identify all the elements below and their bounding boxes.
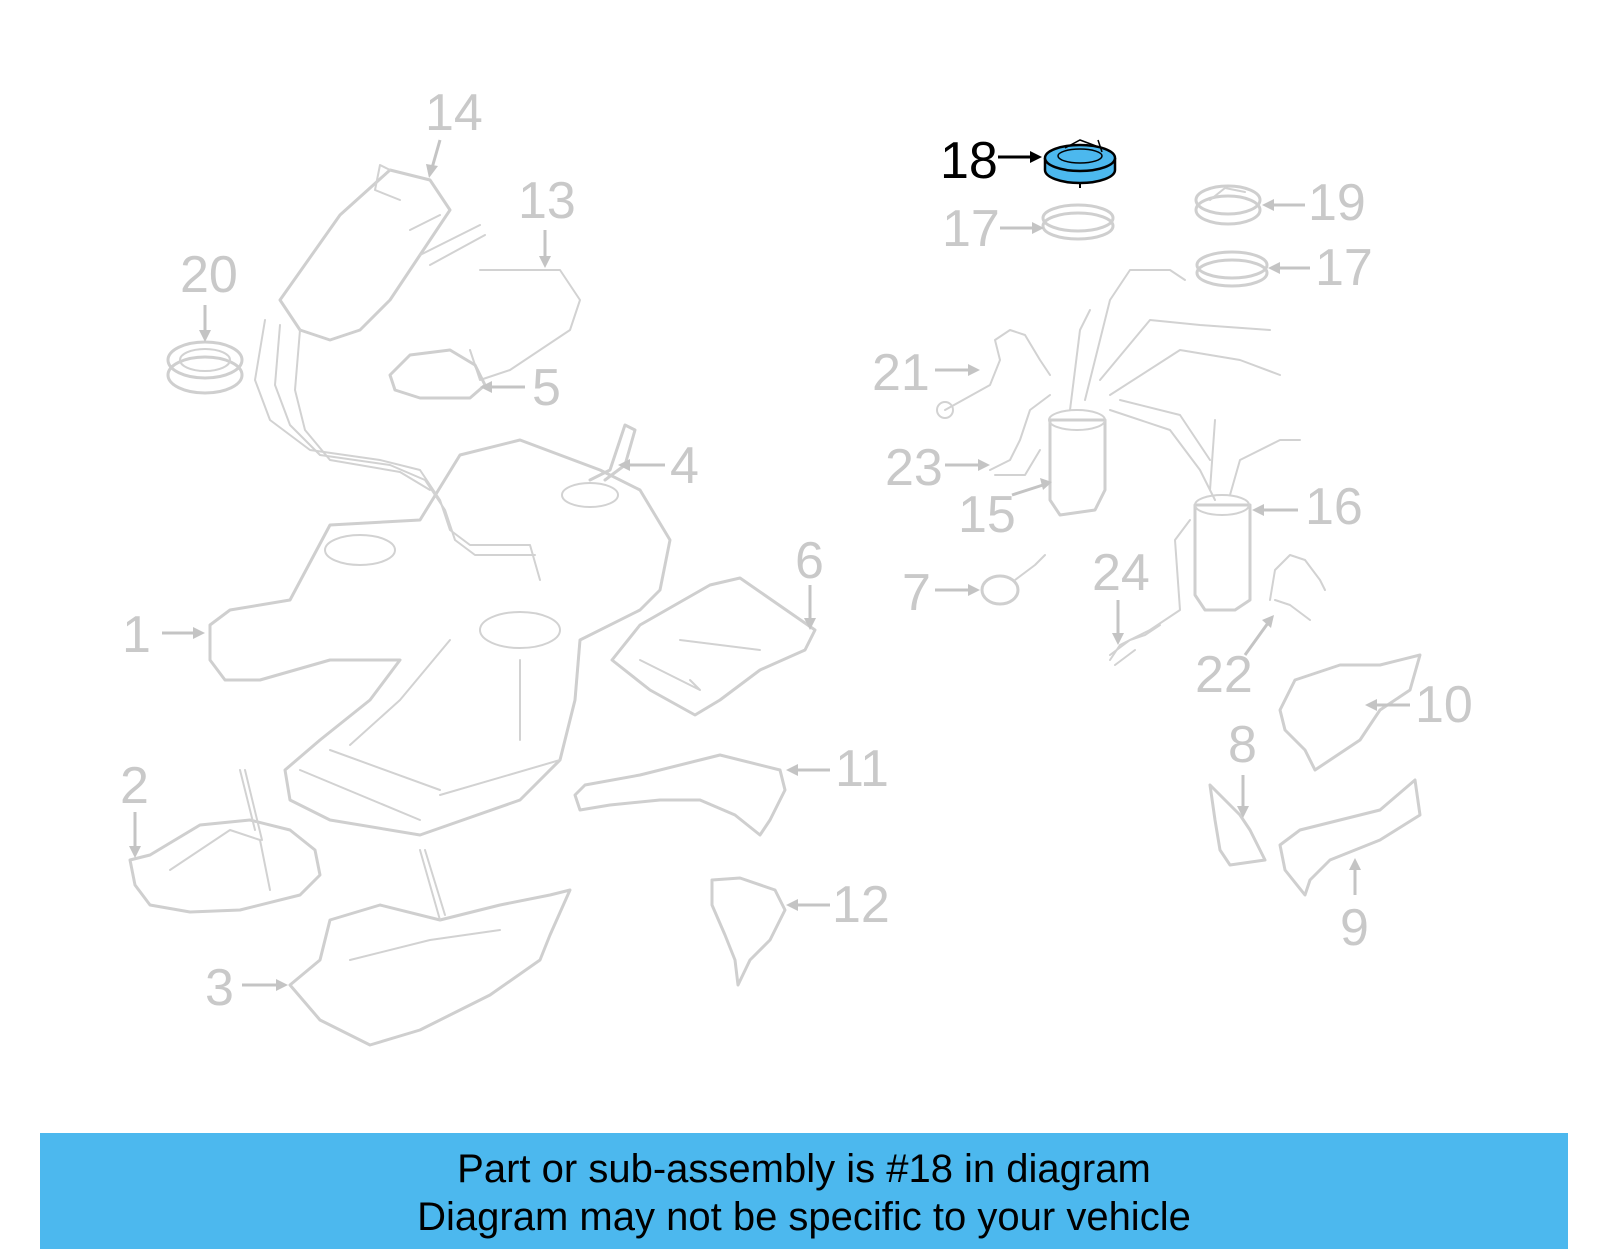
callout-8: 8: [1228, 716, 1257, 774]
part-shield-11: [573, 753, 787, 837]
part-shield-3: [288, 849, 572, 1047]
callout-6: 6: [795, 532, 824, 590]
part-clip-24: [1109, 624, 1161, 666]
callout-15: 15: [958, 486, 1016, 544]
callout-14: 14: [425, 84, 483, 142]
part-bracket-23: [989, 394, 1051, 476]
part-fuel-tank: [208, 438, 672, 837]
callout-22: 22: [1195, 646, 1253, 704]
banner-line-part-number: Part or sub-assembly is #18 in diagram: [457, 1147, 1151, 1191]
part-seal-17a: [1041, 203, 1115, 241]
part-filler-neck: [254, 164, 541, 581]
info-banner: Part or sub-assembly is #18 in diagram D…: [40, 1133, 1568, 1249]
part-rail-9: [1278, 778, 1422, 897]
banner-line-disclaimer: Diagram may not be specific to your vehi…: [417, 1195, 1191, 1239]
part-sensor-21: [944, 329, 1051, 411]
part-bracket-22: [1269, 554, 1326, 621]
part-sender-7: [980, 554, 1046, 606]
callout-20: 20: [180, 246, 238, 304]
callout-23: 23: [885, 439, 943, 497]
callout-19: 19: [1308, 174, 1366, 232]
part-bracket-8: [1208, 783, 1267, 867]
callout-11: 11: [835, 740, 889, 798]
callout-3: 3: [205, 959, 234, 1017]
callout-16: 16: [1305, 478, 1363, 536]
callout-17b: 17: [1315, 239, 1373, 297]
part-vent-line: [469, 269, 581, 381]
part-cover-10: [1278, 653, 1422, 772]
callout-arrows: [129, 139, 1410, 991]
part-shield-2: [128, 769, 322, 914]
callout-21: 21: [872, 344, 930, 402]
callout-7: 7: [902, 564, 931, 622]
part-heat-shield-5: [388, 348, 487, 400]
callout-5: 5: [532, 359, 561, 417]
callout-2: 2: [120, 757, 149, 815]
part-pump-assembly: [1048, 269, 1301, 661]
part-lock-ring: [166, 340, 244, 395]
part-seal-17b: [1195, 250, 1269, 288]
callout-17a: 17: [942, 200, 1000, 258]
part-shield-12: [710, 876, 787, 987]
callout-labels: 1 2 3 4 5 6 7 8 9 10 11 12 13 14 15 16 1…: [120, 84, 1473, 1017]
part-flange-19: [1194, 184, 1262, 226]
part-bracket-4: [588, 423, 637, 482]
part-shield-6: [610, 576, 817, 717]
callout-24: 24: [1092, 544, 1150, 602]
callout-9: 9: [1340, 899, 1369, 957]
callout-18[interactable]: 18: [940, 132, 998, 190]
callout-10: 10: [1415, 676, 1473, 734]
callout-12: 12: [832, 876, 890, 934]
callout-1: 1: [122, 606, 151, 664]
part-18-highlighted[interactable]: [1043, 139, 1117, 188]
callout-13: 13: [518, 172, 576, 230]
callout-4: 4: [670, 437, 699, 495]
